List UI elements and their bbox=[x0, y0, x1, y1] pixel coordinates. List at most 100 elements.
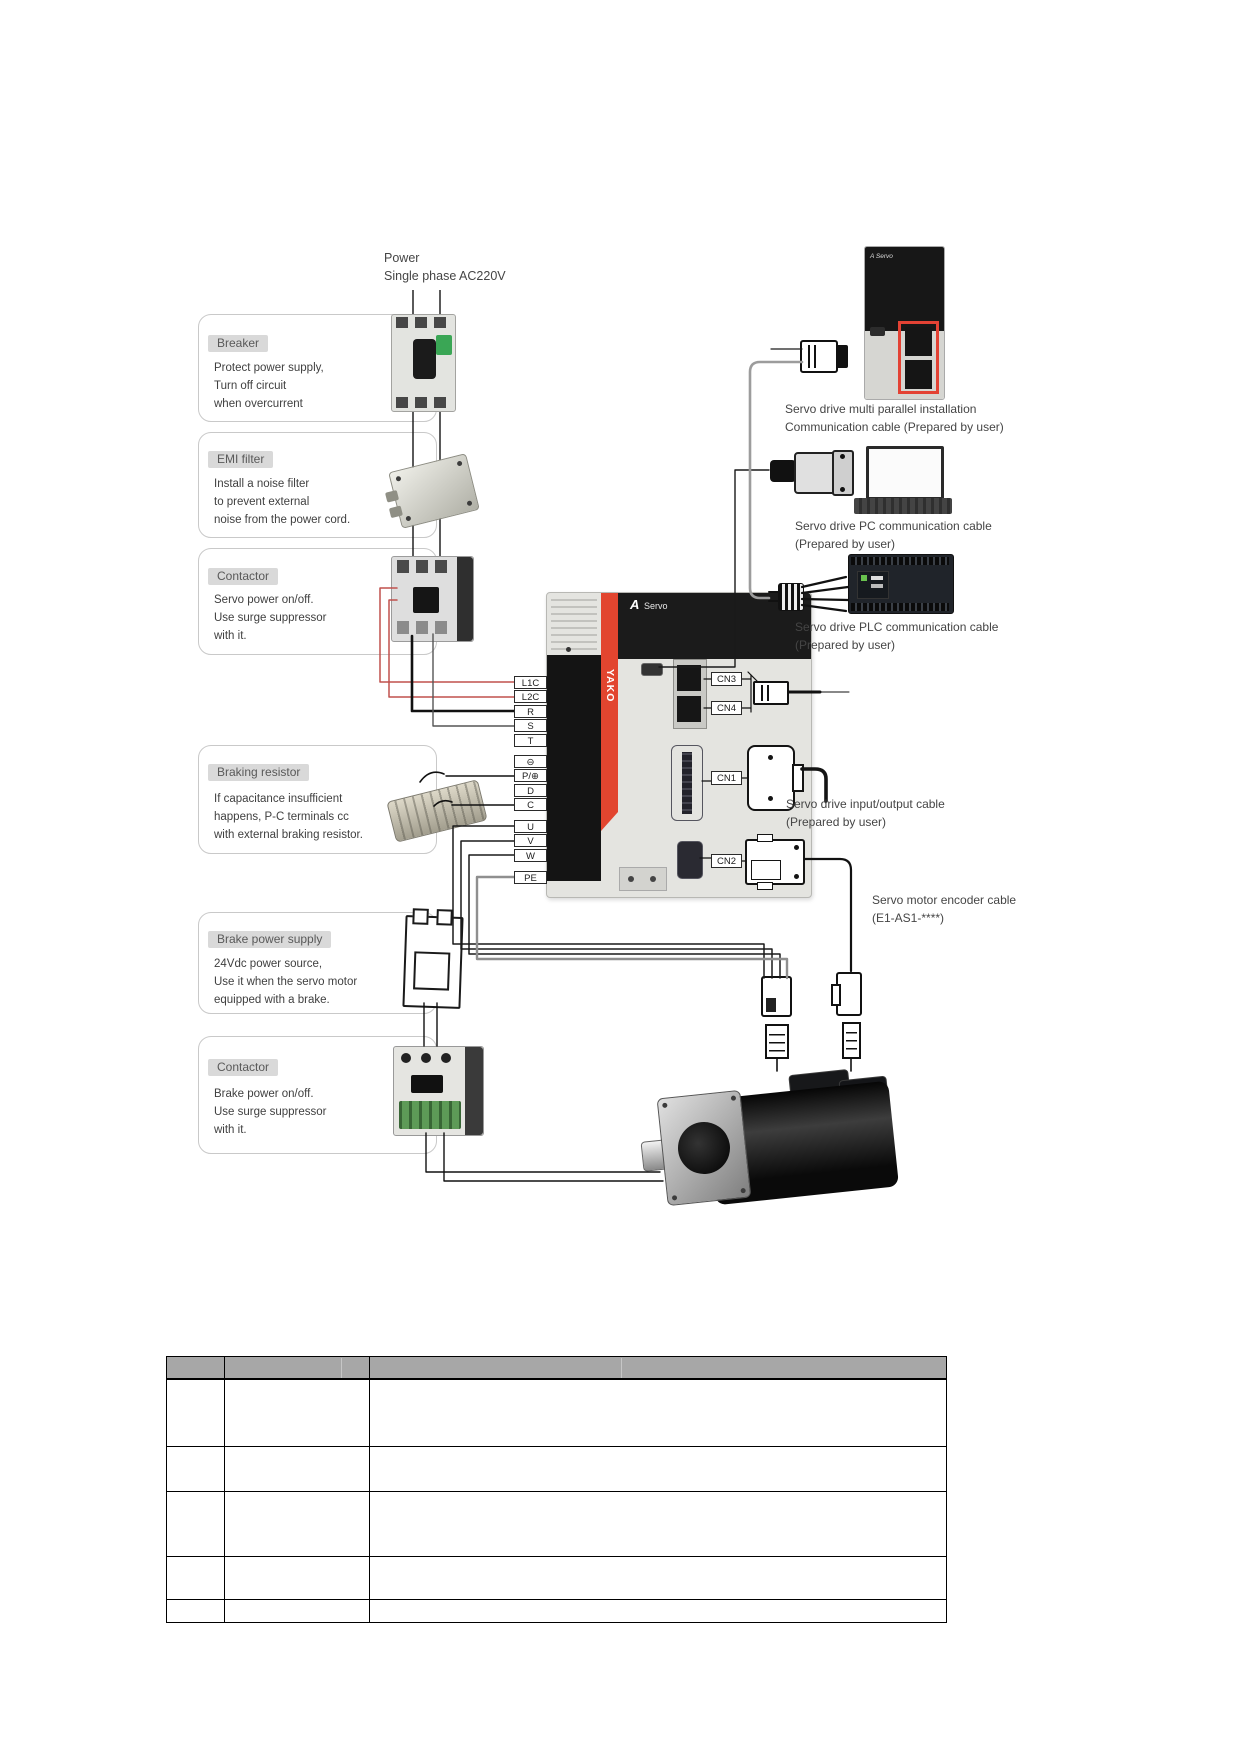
plc-pigtail-image bbox=[778, 583, 804, 611]
cn4-label: CN4 bbox=[711, 701, 742, 715]
label-multi-line1: Servo drive multi parallel installation bbox=[785, 402, 977, 416]
label-multi-cable: Servo drive multi parallel installation … bbox=[785, 400, 1004, 436]
terminal-d: D bbox=[514, 784, 547, 797]
label-pc-cable: Servo drive PC communication cable (Prep… bbox=[795, 517, 992, 553]
table-row-line bbox=[167, 1556, 946, 1557]
terminal-u: U bbox=[514, 820, 547, 833]
callout-braking-line2: happens, P-C terminals cc bbox=[214, 811, 349, 823]
drive-rj45-block bbox=[673, 659, 707, 729]
drive-terminal-panel bbox=[547, 655, 601, 881]
callout-breaker-line1: Protect power supply, bbox=[214, 362, 324, 374]
drive-bottom-pads bbox=[619, 867, 667, 891]
terminal-minus: ⊖ bbox=[514, 755, 547, 768]
label-io-line1: Servo drive input/output cable bbox=[786, 797, 945, 811]
terminal-pe: PE bbox=[514, 871, 547, 884]
terminal-l2c: L2C bbox=[514, 690, 547, 703]
callout-emi-filter: EMI filter Install a noise filter to pre… bbox=[198, 432, 437, 538]
drive-logo-a: A bbox=[630, 597, 640, 612]
callout-braking-line1: If capacitance insufficient bbox=[214, 793, 343, 805]
drive-cn5-port bbox=[641, 663, 663, 676]
power-label-line1: Power bbox=[384, 251, 420, 265]
table-column-line bbox=[224, 1357, 225, 1622]
callout-brake-power-supply: Brake power supply 24Vdc power source, U… bbox=[198, 912, 437, 1014]
callout-breaker-title: Breaker bbox=[208, 335, 269, 352]
table-row-line bbox=[167, 1491, 946, 1492]
callout-contactor1-title: Contactor bbox=[208, 568, 279, 585]
servo-drive2-image: A Servo bbox=[864, 246, 945, 400]
power-label-line2: Single phase AC220V bbox=[384, 269, 506, 283]
callout-breaker-line3: when overcurrent bbox=[214, 398, 303, 410]
db9-flange-image bbox=[832, 450, 854, 496]
cn2-label: CN2 bbox=[711, 854, 742, 868]
drive-cn4-port bbox=[677, 696, 701, 722]
drive-brand-strip bbox=[601, 593, 618, 831]
drive-logo-text: Servo bbox=[644, 601, 668, 611]
breaker-image bbox=[391, 314, 456, 412]
laptop-base-image bbox=[854, 498, 952, 514]
callout-contactor2-title: Contactor bbox=[208, 1059, 279, 1076]
breaker-rocker bbox=[413, 339, 436, 379]
callout-contactor1-line2: Use surge suppressor bbox=[214, 612, 327, 624]
table-header-separator bbox=[341, 1358, 342, 1378]
breaker-label bbox=[436, 335, 452, 355]
encoder-plug-upper bbox=[831, 972, 862, 1016]
drive-vents bbox=[551, 599, 597, 651]
terminal-v: V bbox=[514, 834, 547, 847]
callout-brake-supply-line2: Use it when the servo motor bbox=[214, 976, 358, 988]
label-plc-cable: Servo drive PLC communication cable (Pre… bbox=[795, 618, 998, 654]
table-header-row bbox=[167, 1357, 946, 1380]
db9-hood-image bbox=[794, 452, 836, 494]
callout-emi-line3: noise from the power cord. bbox=[214, 514, 351, 526]
callout-brake-supply-line1: 24Vdc power source, bbox=[214, 958, 323, 970]
label-io-cable: Servo drive input/output cable (Prepared… bbox=[786, 795, 945, 831]
bottom-table bbox=[166, 1356, 947, 1623]
terminal-s: S bbox=[514, 719, 547, 732]
table-header-separator bbox=[621, 1358, 622, 1378]
db9-connector-image bbox=[770, 460, 796, 482]
callout-contactor1-line3: with it. bbox=[214, 630, 247, 642]
drive-cn3-port bbox=[677, 665, 701, 691]
cn3-label: CN3 bbox=[711, 672, 742, 686]
callout-emi-title: EMI filter bbox=[208, 451, 274, 468]
contactor2-image bbox=[393, 1046, 484, 1136]
drive-cn2-port bbox=[677, 841, 703, 879]
callout-emi-line2: to prevent external bbox=[214, 496, 310, 508]
cn1-label: CN1 bbox=[711, 771, 742, 785]
terminal-w: W bbox=[514, 849, 547, 862]
breaker-terminals-bottom bbox=[396, 397, 450, 408]
drive-screw bbox=[566, 647, 571, 652]
drive2-rj45-highlight bbox=[898, 321, 939, 394]
callout-contactor2-line3: with it. bbox=[214, 1124, 247, 1136]
table-row-line bbox=[167, 1446, 946, 1447]
drive2-mini-port bbox=[870, 327, 885, 336]
terminal-l1c: L1C bbox=[514, 676, 547, 689]
terminal-p-plus: P/⊕ bbox=[514, 769, 547, 782]
callout-contactor2-line2: Use surge suppressor bbox=[214, 1106, 327, 1118]
table-row-line bbox=[167, 1599, 946, 1600]
encoder-plug-lower bbox=[842, 1022, 861, 1059]
callout-breaker-line2: Turn off circuit bbox=[214, 380, 287, 392]
label-multi-line2: Communication cable (Prepared by user) bbox=[785, 420, 1004, 434]
drive2-logo: A Servo bbox=[870, 253, 893, 260]
rj45-plug-image bbox=[800, 340, 848, 373]
terminal-r: R bbox=[514, 705, 547, 718]
callout-braking-title: Braking resistor bbox=[208, 764, 310, 781]
label-pc-line2: (Prepared by user) bbox=[795, 537, 896, 551]
power-label: Power Single phase AC220V bbox=[384, 249, 506, 285]
callout-braking-line3: with external braking resistor. bbox=[214, 829, 363, 841]
label-plc-line2: (Prepared by user) bbox=[795, 638, 896, 652]
breaker-terminals-top bbox=[396, 317, 450, 328]
label-io-line2: (Prepared by user) bbox=[786, 815, 887, 829]
power-plug-lower bbox=[765, 1024, 789, 1059]
power-plug-upper bbox=[761, 976, 792, 1017]
label-plc-line1: Servo drive PLC communication cable bbox=[795, 620, 999, 634]
cn2-connector-image bbox=[745, 834, 805, 890]
contactor1-image bbox=[391, 556, 474, 642]
plc-image bbox=[848, 554, 954, 614]
callout-brake-supply-title: Brake power supply bbox=[208, 931, 332, 948]
cn1-hood-boot bbox=[792, 764, 804, 792]
terminal-c: C bbox=[514, 798, 547, 811]
drive-cn1-port bbox=[671, 745, 703, 821]
callout-emi-line1: Install a noise filter bbox=[214, 478, 310, 490]
